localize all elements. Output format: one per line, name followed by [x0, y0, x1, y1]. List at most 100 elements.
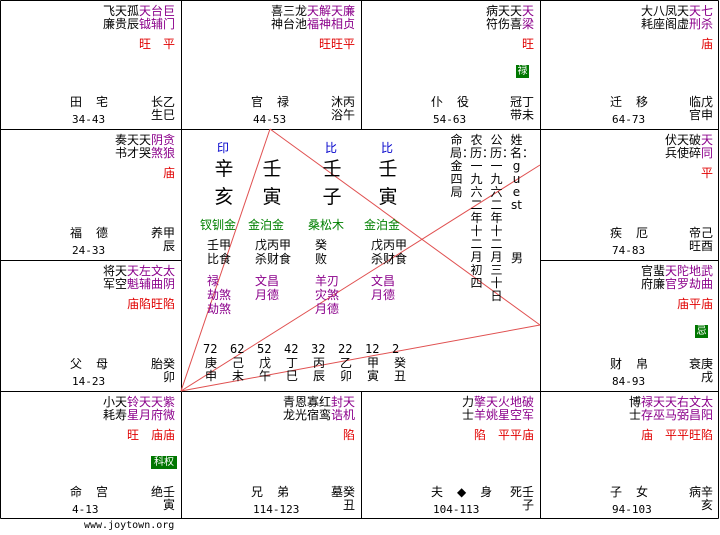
star-name: 天月	[139, 395, 152, 422]
palace-age-range: 34-43	[72, 113, 106, 126]
star-name: 官府	[641, 264, 654, 291]
star-brightness: 旺	[689, 428, 702, 442]
star-name: 天梁	[522, 4, 535, 31]
footer-url[interactable]: www.joytown.org	[84, 520, 175, 531]
aspect-line	[180, 324, 541, 392]
star-name: 力士	[462, 395, 475, 422]
heavenly-stem: 壬	[262, 158, 282, 180]
star-brightness: 平	[701, 166, 714, 180]
star-name: 奏书	[115, 133, 128, 160]
palace-stem-branch: 衰庚戌	[688, 357, 713, 384]
ten-god-top: 比	[381, 141, 394, 155]
star-name: 阴煞	[151, 133, 164, 160]
star-brightness: 陷	[163, 297, 176, 311]
star-name: 天虚	[677, 4, 690, 31]
star-name: 紫微	[163, 395, 176, 422]
star-name: 破碎	[689, 133, 702, 160]
star-brightness: 庙	[677, 297, 690, 311]
shensha: 羊刃 灾煞 月德	[315, 274, 340, 316]
star-name: 解神	[319, 4, 332, 31]
heavenly-stem: 壬	[322, 158, 342, 180]
daxian-age: 72	[203, 342, 218, 356]
star-name: 小耗	[103, 395, 116, 422]
star-brightness: 平	[498, 428, 511, 442]
star-brightness: 庙	[127, 297, 140, 311]
hidden-stems: 癸 败	[315, 238, 328, 266]
gender: 男	[511, 251, 524, 265]
palace-name: 夫◆身	[431, 485, 507, 499]
nayin: 金泊金	[248, 218, 285, 232]
daxian-age: 2	[392, 342, 400, 356]
star-name: 天刑	[689, 4, 702, 31]
star-brightness: 庙	[151, 428, 164, 442]
palace-age-range: 74-83	[612, 244, 646, 257]
star-name: 廉贞	[343, 4, 356, 31]
birth-info: 命局：金四局	[450, 133, 475, 199]
star-name: 天才	[127, 133, 140, 160]
palace-stem-branch: 死壬子	[509, 485, 534, 512]
palace-stem-branch: 冠丁带未	[509, 95, 534, 122]
daxian-stem: 甲	[367, 356, 380, 370]
star-name: 寡宿	[307, 395, 320, 422]
star-name: 火星	[498, 395, 511, 422]
palace-name: 官禄	[251, 95, 304, 109]
star-name: 文昌	[689, 395, 702, 422]
star-name: 天空	[115, 264, 128, 291]
daxian-branch: 申	[205, 369, 218, 383]
sihua-badge: 禄	[516, 65, 529, 78]
star-brightness: 陷	[701, 428, 714, 442]
birth-info: 农历：一九六二年十二月初四	[470, 133, 495, 290]
shensha: 文昌 月德	[255, 274, 280, 302]
star-name: 贪狼	[163, 133, 176, 160]
daxian-age: 42	[284, 342, 299, 356]
sihua-badge: 忌	[695, 325, 708, 338]
star-name: 破军	[522, 395, 535, 422]
star-name: 天机	[343, 395, 356, 422]
star-name: 铃星	[127, 395, 140, 422]
star-brightness: 庙	[641, 428, 654, 442]
palace-stem-branch: 病辛亥	[688, 485, 713, 512]
daxian-branch: 午	[259, 369, 272, 383]
ten-god-top: 比	[325, 141, 338, 155]
star-name: 天巫	[653, 395, 666, 422]
palace-age-range: 64-73	[612, 113, 646, 126]
nayin: 金泊金	[364, 218, 401, 232]
palace-age-range: 104-113	[433, 503, 480, 516]
hidden-stems: 戊丙甲 杀财食	[371, 238, 408, 266]
palace-stem-branch: 临戊官申	[688, 95, 713, 122]
daxian-stem: 癸	[394, 356, 407, 370]
daxian-branch: 丑	[394, 369, 407, 383]
star-name: 天使	[677, 133, 690, 160]
star-name: 天钺	[139, 4, 152, 31]
daxian-branch: 卯	[340, 369, 353, 383]
star-name: 孤辰	[127, 4, 140, 31]
birth-info: 姓名：guest	[510, 133, 535, 212]
star-name: 天寿	[115, 395, 128, 422]
star-name: 太阳	[701, 395, 714, 422]
daxian-stem: 丁	[286, 356, 299, 370]
star-name: 喜神	[271, 4, 284, 31]
star-name: 地空	[510, 395, 523, 422]
star-name: 天贵	[115, 4, 128, 31]
star-brightness: 平	[689, 297, 702, 311]
palace-name: 父母	[70, 357, 123, 371]
shensha: 禄 劫煞 劫煞	[207, 274, 232, 316]
star-brightness: 陷	[343, 428, 356, 442]
palace-name: 子女	[610, 485, 663, 499]
palace-stem-branch: 胎癸卯	[150, 357, 175, 384]
shensha: 文昌 月德	[371, 274, 396, 302]
palace-age-range: 54-63	[433, 113, 467, 126]
